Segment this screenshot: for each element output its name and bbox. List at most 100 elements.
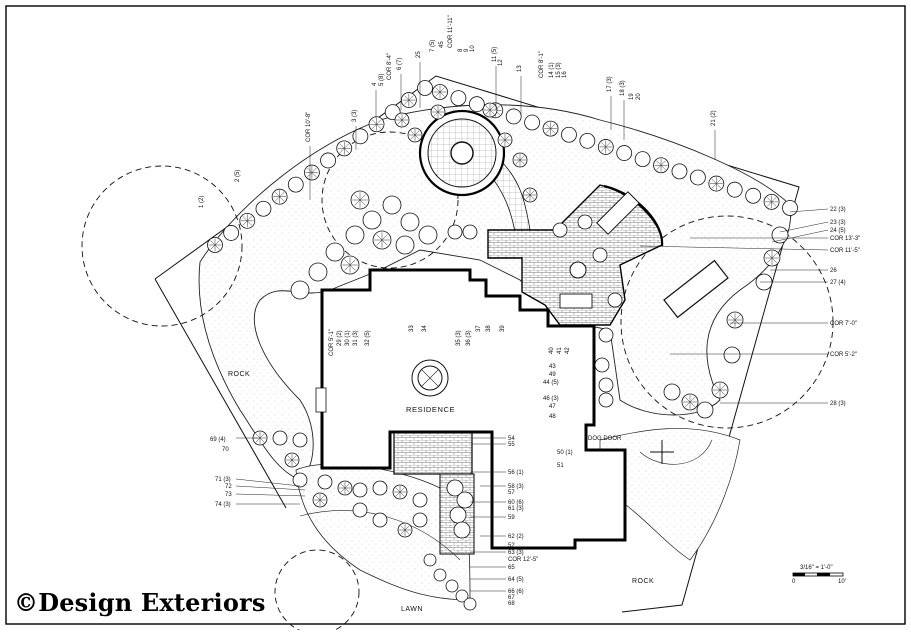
plant-tag: 31 (3) (353, 330, 359, 346)
shrub-symbol (771, 226, 789, 244)
shrub-spoke (340, 487, 346, 493)
plant-tag: 54 (508, 436, 515, 442)
plant-tag: 63 (3) (508, 550, 524, 556)
shrub-spoke (660, 160, 666, 166)
property-line-west (154, 278, 287, 509)
shrub-spoke (344, 487, 350, 493)
shrub-spoke (771, 257, 777, 263)
shrub-group (207, 80, 798, 611)
shrub-symbol (433, 568, 447, 582)
shrub-spoke (315, 495, 321, 501)
shrub-spoke (730, 319, 736, 325)
shrub-symbol (446, 479, 464, 497)
shrub-spoke (767, 257, 773, 263)
shrub-symbol (723, 346, 741, 364)
plant-tag: 14 (1) (549, 62, 555, 78)
dining-table (596, 191, 640, 235)
plant-tag: 34 (422, 325, 428, 332)
courtyard-paving (393, 429, 473, 475)
shrub-spoke (344, 259, 351, 266)
shrub-spoke (433, 111, 439, 117)
plant-tag: 26 (830, 268, 837, 274)
plant-tag: 25 (416, 51, 422, 58)
shrub-spoke (771, 201, 777, 207)
plant-tag: 43 (549, 364, 556, 370)
plant-tag: 18 (3) (620, 80, 626, 96)
shrub-spoke (404, 99, 410, 105)
shrub-spoke (397, 115, 403, 121)
shrub-spoke (319, 495, 325, 501)
tree-canopy-1 (81, 165, 243, 327)
shrub-spoke (410, 134, 416, 140)
shrub-spoke (376, 239, 383, 246)
shrub-spoke (529, 194, 535, 200)
shrub-symbol (463, 597, 477, 611)
shrub-symbol (552, 222, 568, 238)
shrub-symbol (671, 163, 688, 180)
plant-tag: 56 (1) (508, 470, 524, 476)
shrub-spoke (381, 239, 388, 246)
shrub-spoke (339, 148, 345, 154)
shrub-spoke (401, 115, 407, 121)
shrub-spoke (435, 87, 441, 93)
shrub-spoke (354, 199, 361, 206)
plant-tag: 72 (225, 484, 232, 490)
shrub-symbol (696, 401, 714, 419)
plant-tag: 22 (3) (830, 207, 846, 213)
scale-bar-fill-b (817, 573, 830, 576)
shrub-spoke (376, 119, 382, 125)
shrub-spoke (247, 216, 252, 222)
plant-tag: 5 (8) (379, 74, 385, 86)
southeast-bed (599, 428, 741, 561)
shrub-spoke (656, 165, 662, 170)
plant-tag: 21 (2) (711, 110, 717, 126)
shrub-spoke (550, 123, 556, 129)
shrub-spoke (371, 119, 377, 125)
plant-tag: 41 (557, 347, 563, 354)
shrub-symbol (726, 181, 743, 198)
shrub-spoke (504, 139, 510, 145)
shrub-spoke (404, 529, 410, 535)
spa (663, 259, 729, 319)
lawn-label: LAWN (401, 606, 423, 613)
shrub-spoke (766, 197, 772, 203)
shrub-symbol (417, 80, 433, 96)
leader-line (639, 245, 829, 251)
shrub-symbol (579, 132, 596, 149)
shrub-spoke (311, 167, 317, 173)
shrub-symbol (445, 579, 459, 593)
shrub-spoke (716, 183, 722, 189)
shrub-spoke (485, 109, 491, 115)
dog-door-label: DOG DOOR (588, 436, 622, 442)
shrub-spoke (504, 135, 510, 141)
shrub-spoke (711, 183, 717, 189)
shrub-spoke (605, 146, 611, 152)
plant-tags-bottom: 54 55 56 (1) 50 (1) 51 58 (3) 57 60 (6) … (508, 436, 573, 607)
plant-tag: 61 (3) (508, 506, 524, 512)
shrub-spoke (315, 499, 321, 505)
shrub-symbol (352, 128, 369, 145)
shrub-spoke (376, 234, 383, 241)
shrub-spoke (376, 124, 382, 129)
shrub-symbol (447, 224, 463, 240)
plant-tag: COR 7'-0" (830, 321, 857, 327)
shrub-spoke (214, 240, 220, 246)
shrub-spoke (397, 119, 403, 125)
shrub-symbol (272, 430, 288, 446)
shrub-spoke (550, 128, 556, 134)
shrub-spoke (515, 159, 521, 165)
shrub-symbol (577, 214, 593, 230)
shrub-spoke (371, 124, 377, 129)
plant-tag: 74 (3) (215, 502, 231, 508)
plant-tag: COR 13'-3" (830, 236, 860, 242)
plant-tag: 52 (508, 543, 515, 549)
shrub-spoke (349, 264, 356, 271)
shrub-spoke (344, 483, 350, 489)
plant-tag: COR 10'-8" (306, 112, 312, 142)
shrub-symbol (456, 491, 474, 509)
plant-tag: 67 (508, 595, 515, 601)
shrub-spoke (500, 135, 506, 141)
shrub-symbol (462, 224, 478, 240)
shrub-spoke (489, 105, 495, 111)
shrub-spoke (311, 172, 317, 178)
